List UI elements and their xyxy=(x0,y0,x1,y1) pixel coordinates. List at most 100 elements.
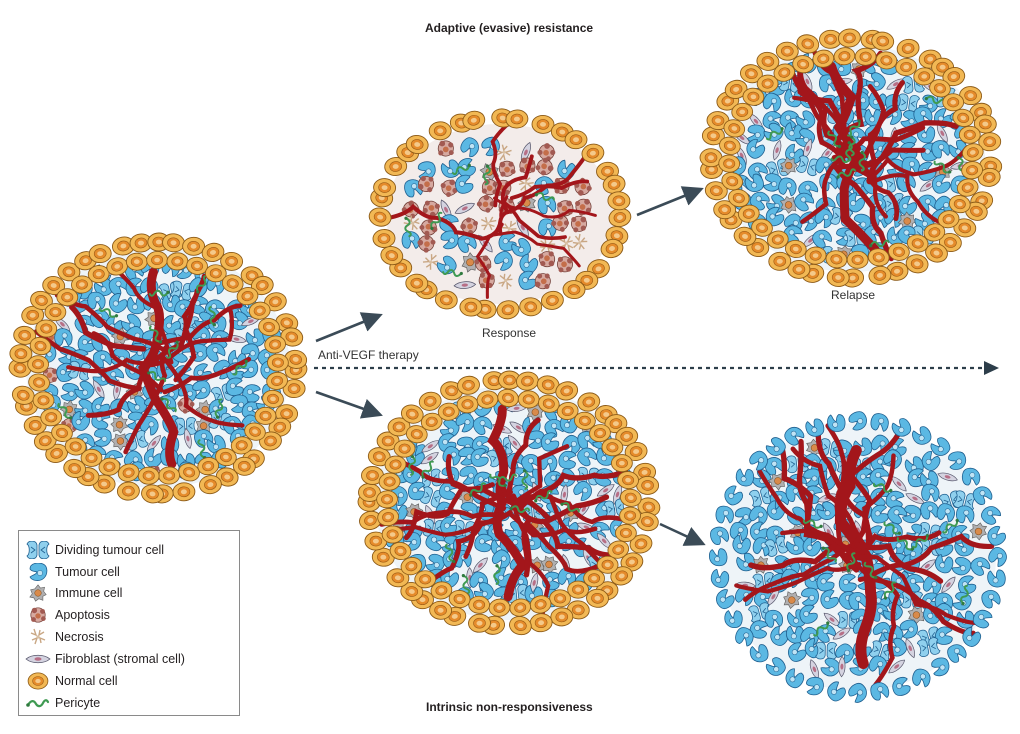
normal-cell xyxy=(548,589,572,608)
blood-vessel xyxy=(153,288,200,363)
legend-label: Dividing tumour cell xyxy=(55,542,165,557)
blood-vessel xyxy=(33,329,142,391)
immune-cell-icon xyxy=(29,584,47,601)
blood-vessel xyxy=(162,356,252,395)
tumour-cell-icon xyxy=(29,562,48,581)
pericyte-icon xyxy=(25,698,50,708)
blood-vessel xyxy=(844,83,887,177)
blood-vessel xyxy=(509,513,598,538)
legend-label: Apoptosis xyxy=(55,607,110,622)
blood-vessel xyxy=(487,230,581,268)
normal-cell xyxy=(958,125,981,144)
blood-vessel xyxy=(487,404,529,602)
normal-cell xyxy=(467,595,491,615)
arrow-to-relapse xyxy=(636,186,704,217)
progressive-tumour xyxy=(707,408,1011,706)
blood-vessel xyxy=(790,446,868,549)
arrow-to-progression xyxy=(659,522,706,546)
normal-cell xyxy=(116,480,141,502)
normal-cell xyxy=(854,47,877,67)
normal-cell xyxy=(619,506,642,525)
legend-item-necrosis: Necrosis xyxy=(25,626,104,647)
legend-item-dividing-tumour-cell: Dividing tumour cell xyxy=(25,539,164,560)
blood-vessel xyxy=(505,417,541,501)
normal-cell xyxy=(610,454,633,473)
normal-cell xyxy=(44,302,67,322)
blood-vessel xyxy=(54,293,166,352)
normal-cell xyxy=(372,228,396,249)
blood-vessel xyxy=(854,541,944,584)
blood-vessel xyxy=(387,203,504,241)
dividing-tumour-cell-icon xyxy=(26,540,50,559)
legend-item-tumour-cell: Tumour cell xyxy=(25,561,120,582)
necrosis-icon xyxy=(30,627,46,645)
blood-vessel xyxy=(390,455,507,511)
normal-cell xyxy=(567,580,590,599)
normal-cell xyxy=(125,252,148,271)
blood-vessel xyxy=(847,164,941,224)
normal-cell xyxy=(562,279,586,300)
blood-vessel xyxy=(526,522,601,574)
fibroblast-icon xyxy=(25,654,51,663)
legend-label: Immune cell xyxy=(55,585,123,600)
tumour-cell xyxy=(947,450,968,472)
blood-vessel xyxy=(524,494,610,524)
normal-cell xyxy=(518,296,543,318)
tumour-cell xyxy=(708,547,729,568)
normal-cell xyxy=(846,250,869,270)
therapy-timeline-arrowhead xyxy=(984,361,999,375)
blood-vessel xyxy=(69,304,147,352)
nonresponsive-tumour xyxy=(356,370,663,638)
legend-box: Dividing tumour cell Tumour cell Immune … xyxy=(18,530,240,716)
legend-item-apoptosis: Apoptosis xyxy=(25,604,110,625)
blood-vessel xyxy=(141,309,235,368)
normal-cell xyxy=(787,259,811,280)
response-tumour xyxy=(366,106,634,322)
apoptotic-cell xyxy=(437,140,455,157)
normal-cell xyxy=(614,523,637,543)
legend-label: Necrosis xyxy=(55,629,104,644)
blood-vessel xyxy=(85,360,153,418)
normal-cell xyxy=(564,129,588,150)
blood-vessel xyxy=(871,533,995,577)
normal-cell xyxy=(381,525,404,544)
normal-cell xyxy=(636,475,660,495)
blood-vessel xyxy=(842,554,980,626)
tumour-cell xyxy=(715,505,734,524)
blood-vessel xyxy=(833,50,884,171)
blood-vessel xyxy=(490,122,510,208)
blood-vessel xyxy=(851,530,942,563)
blood-vessel xyxy=(866,146,969,183)
normal-cell xyxy=(254,406,277,425)
normal-cell xyxy=(428,121,452,141)
blood-vessel xyxy=(835,125,926,157)
normal-cell-icon xyxy=(27,671,49,690)
blood-vessel xyxy=(497,154,587,236)
blood-vessel xyxy=(66,357,160,374)
normal-cell xyxy=(137,466,160,485)
legend-label: Fibroblast (stromal cell) xyxy=(55,651,185,666)
blood-vessel xyxy=(869,573,901,687)
relapse-tumour xyxy=(699,27,1003,289)
legend-label: Tumour cell xyxy=(55,564,120,579)
blood-vessel xyxy=(493,196,597,219)
blood-vessel xyxy=(423,509,513,587)
blood-vessel xyxy=(123,345,169,455)
blood-vessel xyxy=(734,561,862,594)
normal-cell xyxy=(393,439,416,458)
blood-vessel xyxy=(159,352,245,428)
normal-cell xyxy=(32,391,55,410)
blood-vessel xyxy=(811,47,848,154)
legend-label: Pericyte xyxy=(55,695,101,710)
normal-cell xyxy=(459,297,483,317)
legend-label: Normal cell xyxy=(55,673,118,688)
legend-item-normal-cell: Normal cell xyxy=(25,670,118,691)
legend-item-pericyte: Pericyte xyxy=(25,692,100,713)
blood-vessel xyxy=(512,444,570,505)
blood-vessel xyxy=(825,423,847,550)
blood-vessel xyxy=(843,431,902,561)
relapse-label: Relapse xyxy=(831,288,876,302)
legend-item-fibroblast: Fibroblast (stromal cell) xyxy=(25,648,185,669)
blood-vessel xyxy=(157,303,243,346)
